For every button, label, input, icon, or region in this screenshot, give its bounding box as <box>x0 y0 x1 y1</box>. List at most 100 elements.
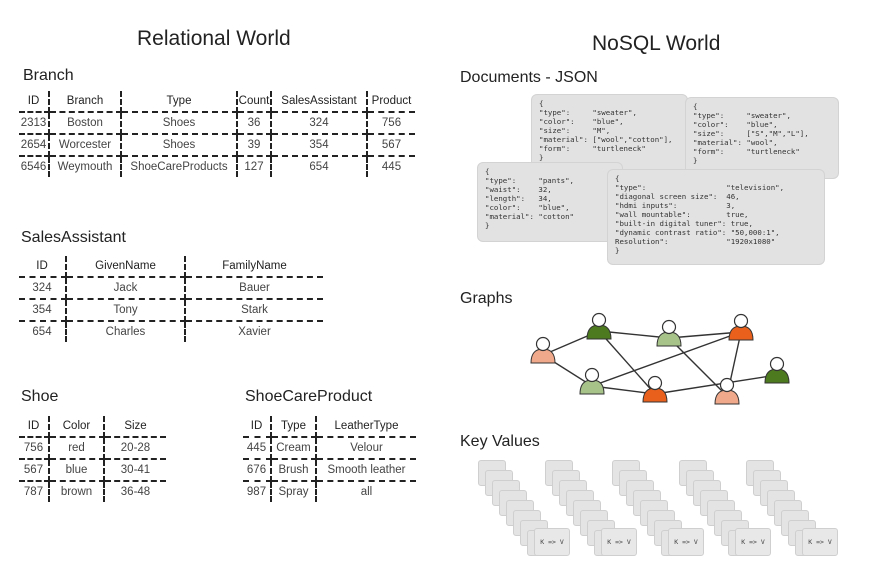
table-cell: 987 <box>243 481 272 502</box>
table-cell: 756 <box>367 112 415 135</box>
column-header: SalesAssistant <box>271 91 368 113</box>
table-cell: Cream <box>271 437 317 460</box>
table-cell: 445 <box>243 437 272 460</box>
graph-node-person-icon <box>530 336 556 364</box>
table-cell: 567 <box>19 459 50 482</box>
table-cell: Spray <box>271 481 317 502</box>
column-header: ID <box>243 416 272 438</box>
graph-edge <box>598 330 656 395</box>
table-cell: Smooth leather <box>316 459 416 482</box>
table-cell: Shoes <box>121 134 238 157</box>
json-document-sweater-1: { "type": "sweater", "color": "blue", "s… <box>532 95 687 175</box>
graph-edge <box>668 337 728 397</box>
graph-edge <box>654 374 778 395</box>
graph-node-person-icon <box>586 312 612 340</box>
keyvalue-card-front: K => V <box>668 528 704 556</box>
graph-node-person-icon <box>656 319 682 347</box>
salesassistant-table-title: SalesAssistant <box>21 229 126 246</box>
column-header: Branch <box>49 91 122 113</box>
column-header: Type <box>271 416 317 438</box>
relational-title: Relational World <box>137 27 291 50</box>
table-cell: 6546 <box>19 156 50 177</box>
keyvalue-label: K => V <box>808 538 832 546</box>
table-cell: 20-28 <box>104 437 166 460</box>
table-cell: 36 <box>237 112 272 135</box>
table-cell: 445 <box>381 161 402 173</box>
table-cell: Xavier <box>238 326 271 338</box>
graph-edge <box>598 330 670 339</box>
table-cell: 324 <box>19 277 67 300</box>
column-header: LeatherType <box>316 416 416 438</box>
table-cell: 39 <box>237 134 272 157</box>
graph-edge <box>668 331 742 339</box>
table-cell: 30-41 <box>104 459 166 482</box>
keyvalue-label: K => V <box>674 538 698 546</box>
keyvalue-card-front: K => V <box>601 528 637 556</box>
table-cell: Jack <box>66 277 186 300</box>
column-header: GivenName <box>66 256 186 278</box>
keyvalue-card-front: K => V <box>802 528 838 556</box>
keyvalue-label: K => V <box>741 538 765 546</box>
table-cell: 2654 <box>19 134 50 157</box>
table-cell: Brush <box>271 459 317 482</box>
keyvalue-card-front: K => V <box>534 528 570 556</box>
table-cell: Shoes <box>121 112 238 135</box>
keyvalue-label: K => V <box>607 538 631 546</box>
table-cell: 2313 <box>19 112 50 135</box>
graph-node-person-icon <box>642 375 668 403</box>
column-header: Product <box>367 91 415 113</box>
column-header: FamilyName <box>185 256 323 278</box>
graph-node-person-icon <box>714 377 740 405</box>
table-cell: 654 <box>19 321 67 342</box>
json-document-pants: { "type": "pants", "waist": 32, "length"… <box>478 163 622 241</box>
column-header: Color <box>49 416 105 438</box>
column-header: Count <box>237 91 272 113</box>
table-cell: 676 <box>243 459 272 482</box>
graph-node-person-icon <box>764 356 790 384</box>
table-cell: all <box>360 486 373 498</box>
shoecareproduct-table-title: ShoeCareProduct <box>245 388 373 405</box>
table-cell: Bauer <box>185 277 323 300</box>
graphs-title: Graphs <box>460 290 513 307</box>
graph-node-person-icon <box>728 313 754 341</box>
table-cell: 787 <box>19 481 50 502</box>
column-header: ID <box>19 91 50 113</box>
table-cell: Tony <box>66 299 186 322</box>
table-cell: Boston <box>49 112 122 135</box>
nosql-title: NoSQL World <box>592 32 721 55</box>
graph-nodes <box>530 312 790 405</box>
table-cell: blue <box>49 459 105 482</box>
graph-edge <box>591 331 742 387</box>
table-cell: 36-48 <box>120 486 151 498</box>
json-document-television: { "type": "television", "diagonal screen… <box>608 170 824 264</box>
branch-table-title: Branch <box>23 67 74 84</box>
json-document-sweater-2: { "type": "sweater", "color": "blue", "s… <box>686 98 838 178</box>
graph-node-person-icon <box>579 367 605 395</box>
table-cell: brown <box>49 481 105 502</box>
keyvalues-title: Key Values <box>460 433 540 450</box>
column-header: Size <box>104 416 166 438</box>
keyvalue-card-front: K => V <box>735 528 771 556</box>
table-cell: ShoeCareProducts <box>121 156 238 177</box>
column-header: ID <box>19 416 50 438</box>
table-cell: Weymouth <box>49 156 122 177</box>
table-cell: 567 <box>367 134 415 157</box>
table-cell: Stark <box>185 299 323 322</box>
